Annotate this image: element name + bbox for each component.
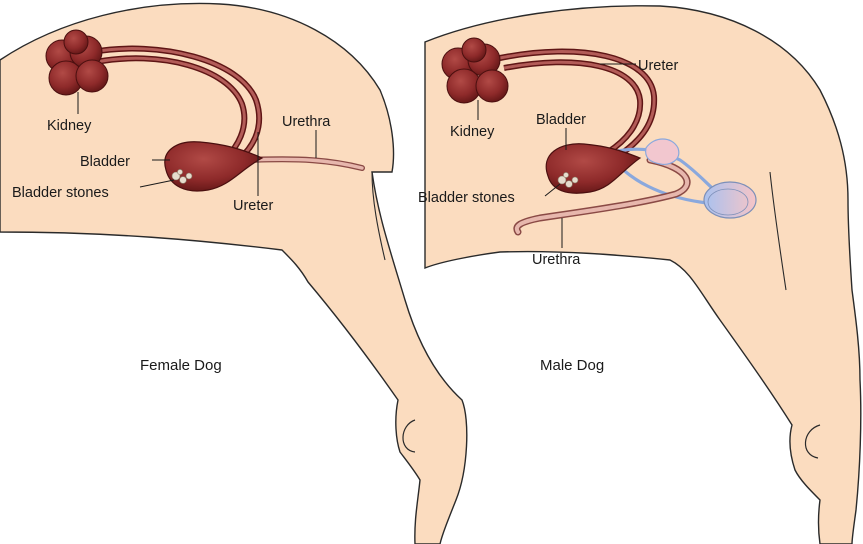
male-dog-caption: Male Dog [540,357,604,374]
female-kidney-label: Kidney [47,118,92,134]
male-bladder-label: Bladder [536,112,586,128]
female-dog-caption: Female Dog [140,357,222,374]
female-dog-panel: Kidney Bladder Bladder stones Ureter Ure… [0,3,467,544]
male-testicle [704,182,756,218]
male-dog-panel: Kidney Bladder Bladder stones Ureter Ure… [418,6,861,544]
female-urethra-label: Urethra [282,114,331,130]
male-urethra-label: Urethra [532,252,581,268]
female-bladder-stones-label: Bladder stones [12,185,109,201]
female-ureter-label: Ureter [233,198,273,214]
female-bladder-label: Bladder [80,154,130,170]
male-bladder-stones-label: Bladder stones [418,190,515,206]
male-kidney-label: Kidney [450,124,495,140]
male-ureter-label: Ureter [638,58,678,74]
male-prostate [646,139,679,164]
